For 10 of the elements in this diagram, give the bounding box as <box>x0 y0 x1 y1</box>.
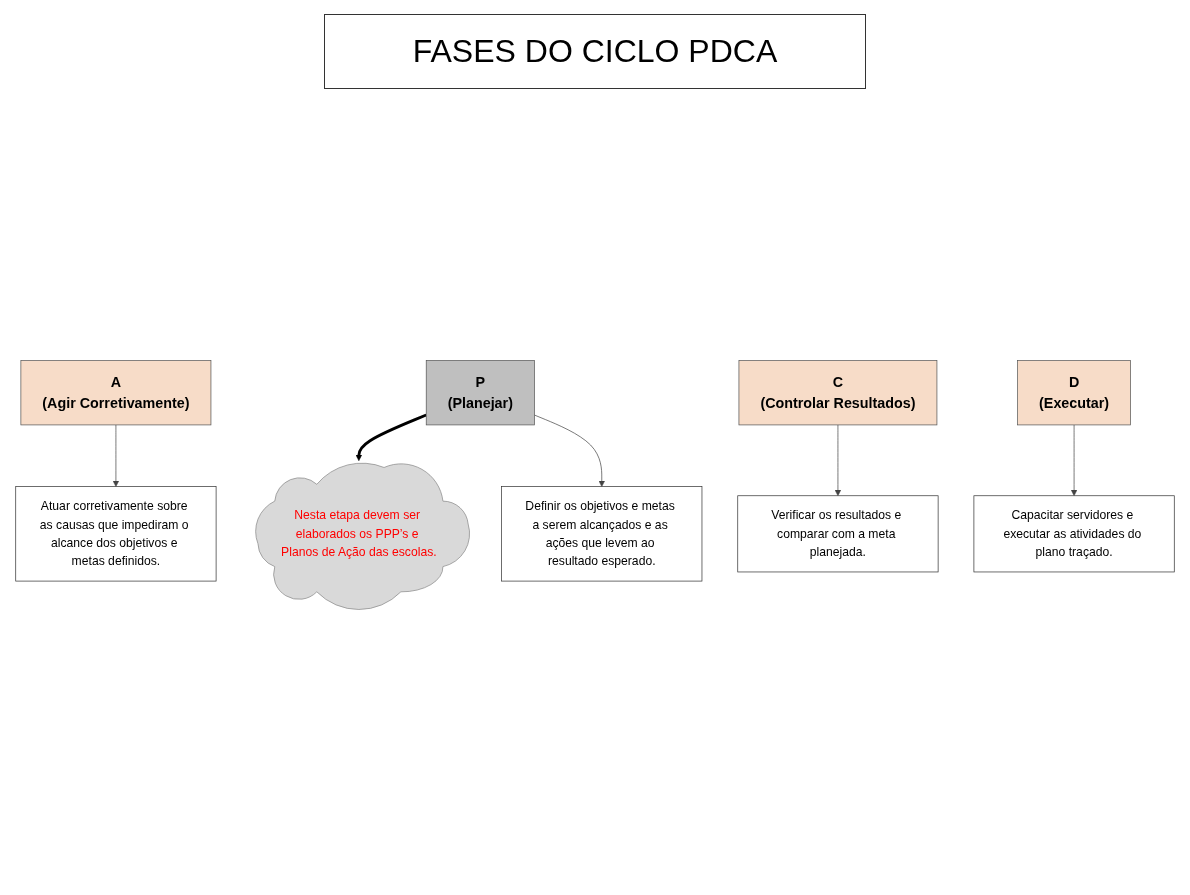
node-box: A (Agir Corretivamente) <box>20 360 212 426</box>
node-box: Verificar os resultados e comparar com a meta planejada. <box>737 495 939 573</box>
node-box: Definir os objetivos e metas a serem alcançados e as ações que levem ao resultado esperado. <box>501 486 703 582</box>
node-box: Atuar corretivamente sobre as causas que impediram o alcance dos objetivos e metas definidos. <box>15 486 217 582</box>
diagram-title: FASES DO CICLO PDCA <box>324 14 866 89</box>
node-box: P (Planejar) <box>425 360 535 426</box>
node-box: D (Executar) <box>1017 360 1131 426</box>
arrow <box>355 413 427 461</box>
node-box: C (Controlar Resultados) <box>738 360 938 426</box>
node-box: Capacitar servidores e executar as atividades do plano traçado. <box>973 495 1175 573</box>
